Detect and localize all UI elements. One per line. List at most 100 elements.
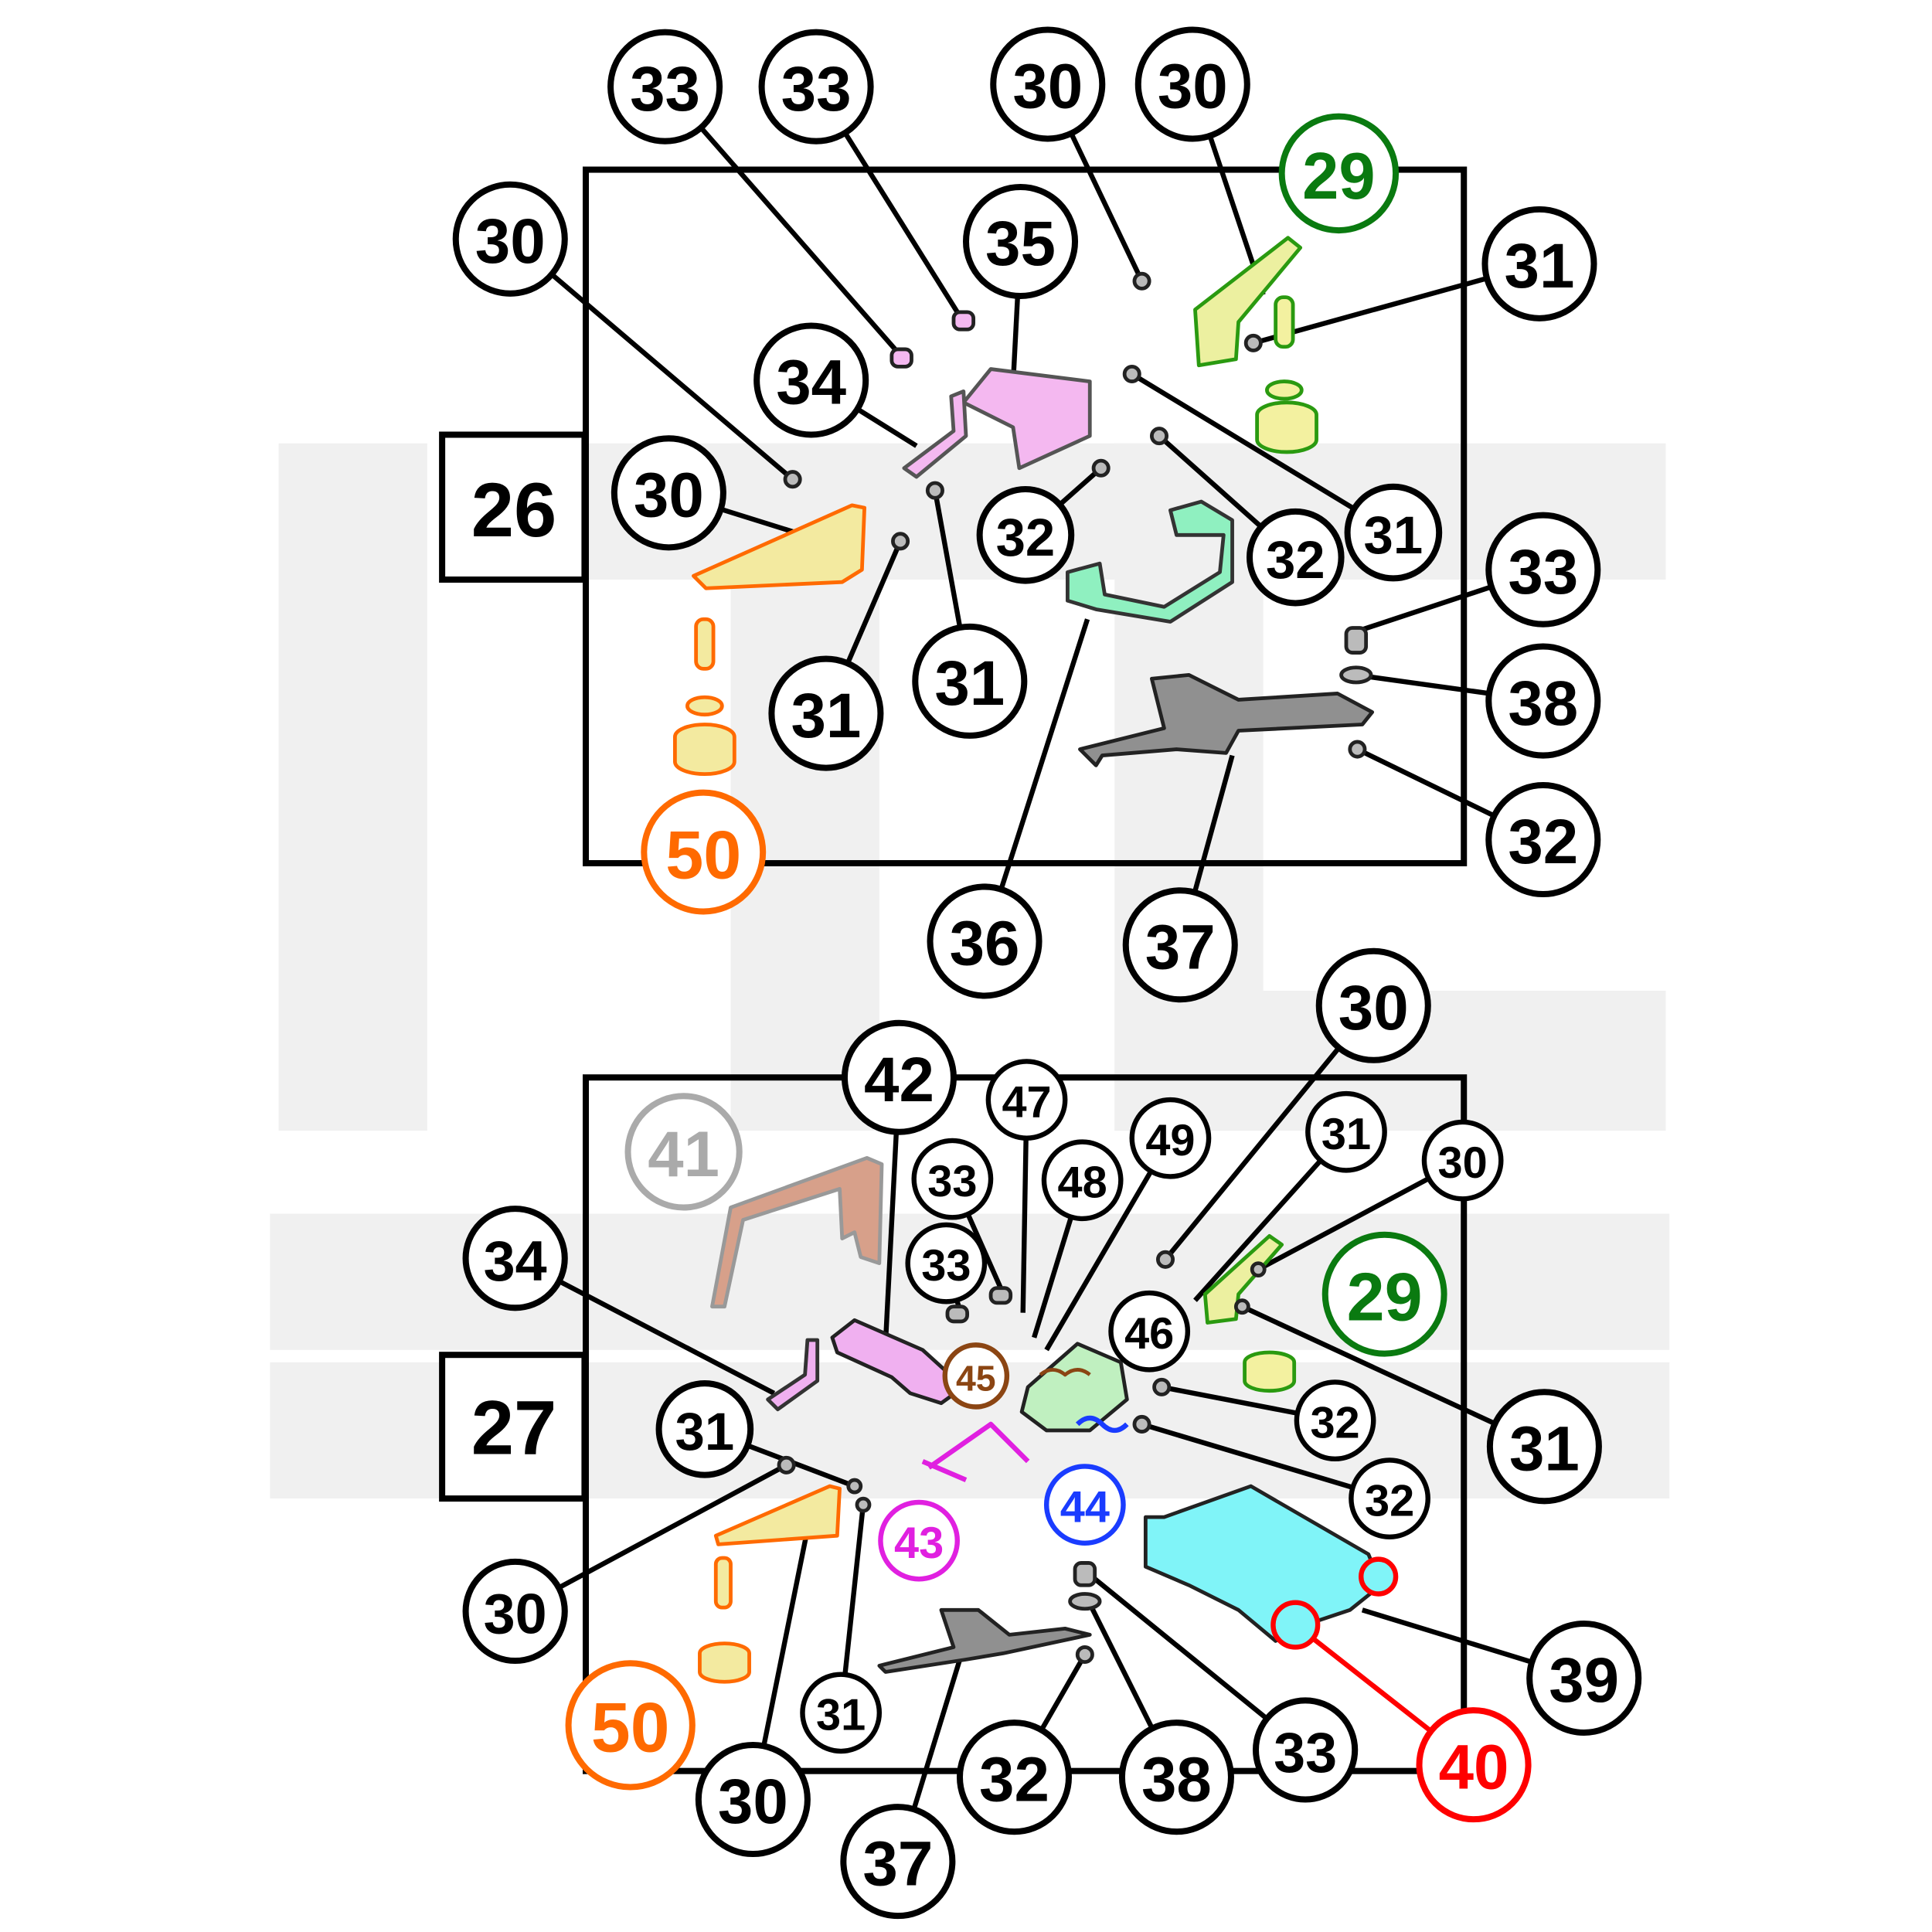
callout-number: 32 — [1266, 530, 1325, 590]
part-45-spring — [1039, 1368, 1091, 1377]
part-34-pin — [902, 389, 968, 479]
callout-number: 33 — [781, 54, 852, 124]
callout-33: 33 — [905, 1222, 988, 1304]
callout-number: 30 — [484, 1582, 547, 1646]
callout-circle — [1305, 1090, 1387, 1173]
callout-circle — [1344, 483, 1443, 582]
callout-34: 34 — [753, 322, 869, 438]
callout-number: 33 — [1274, 1720, 1337, 1784]
callout-number: 42 — [864, 1045, 934, 1115]
callout-31: 31 — [800, 1672, 883, 1754]
callout-circle — [1485, 782, 1601, 898]
callout-30: 30 — [1134, 26, 1250, 142]
parts-illustrations — [672, 236, 1399, 1684]
part-50-mount — [672, 617, 736, 777]
callout-number: 30 — [634, 461, 704, 531]
part-40-roller-2 — [1359, 1556, 1399, 1597]
callout-circle — [1485, 643, 1601, 759]
callout-50: 50 — [641, 789, 767, 915]
callout-number: 31 — [1505, 231, 1575, 301]
part-50-bracket — [692, 503, 866, 590]
callout-number: 37 — [1145, 912, 1216, 982]
callout-number: 31 — [675, 1402, 735, 1461]
callout-30: 30 — [1421, 1119, 1504, 1202]
callout-circle — [1278, 113, 1400, 234]
part-29-bracket — [1193, 236, 1303, 368]
callout-39: 39 — [1526, 1620, 1642, 1736]
callout-number: 38 — [1508, 668, 1578, 739]
callout-circle — [462, 1206, 568, 1311]
callout-number: 38 — [1141, 1744, 1212, 1815]
callout-circle — [1349, 1458, 1430, 1539]
part-29-bracket-lower — [1202, 1233, 1284, 1325]
callout-circle — [990, 26, 1106, 142]
callout-circle — [565, 1660, 696, 1791]
fastener-hardware-lower — [777, 1250, 1267, 1665]
callout-circle — [905, 1222, 988, 1304]
callout-circle — [607, 29, 723, 145]
figure-27-box — [439, 1352, 588, 1502]
callout-number: 45 — [956, 1359, 996, 1399]
callout-circle — [962, 183, 1079, 300]
callout-circle — [655, 1380, 754, 1478]
callout-circle — [1118, 1719, 1234, 1835]
callout-45: 45 — [942, 1342, 1010, 1410]
callout-32: 32 — [1294, 1379, 1376, 1462]
callout-30: 30 — [462, 1558, 568, 1665]
callout-number: 43 — [894, 1519, 944, 1568]
callout-number: 40 — [1439, 1732, 1509, 1802]
callout-circle — [753, 322, 869, 438]
callout-number: 33 — [1508, 537, 1578, 607]
part-50-bracket-lower — [713, 1484, 842, 1546]
callout-number: 30 — [1158, 52, 1228, 122]
leader-line — [509, 236, 794, 481]
callout-circle — [976, 486, 1075, 584]
callout-32: 32 — [976, 486, 1075, 584]
callout-circle — [1421, 1119, 1504, 1202]
callout-number: 39 — [1549, 1645, 1619, 1716]
callout-30: 30 — [695, 1742, 811, 1858]
figure-26-box — [439, 431, 588, 583]
callout-circle — [1315, 947, 1431, 1063]
callout-circle — [758, 29, 874, 145]
callout-circle — [1134, 26, 1250, 142]
callout-37: 37 — [1122, 887, 1238, 1003]
part-37-lever-lower — [877, 1607, 1092, 1674]
callout-circle — [1246, 508, 1345, 607]
callout-circle — [1485, 512, 1601, 628]
callout-circle — [1043, 1464, 1126, 1546]
callout-circle — [611, 435, 726, 551]
callout-38: 38 — [1485, 643, 1601, 759]
leader-line — [1044, 1137, 1173, 1352]
callout-circle — [1486, 1389, 1602, 1505]
callout-31: 31 — [1305, 1090, 1387, 1173]
callout-number: 31 — [1364, 505, 1423, 565]
callout-33: 33 — [911, 1138, 994, 1220]
leader-line — [1141, 1421, 1390, 1502]
callout-number: 30 — [1338, 973, 1409, 1043]
callout-30: 30 — [611, 435, 726, 551]
callout-number: 31 — [791, 681, 861, 751]
callout-number: 31 — [816, 1691, 866, 1740]
part-39-plate — [1143, 1484, 1383, 1643]
callout-32: 32 — [1349, 1458, 1430, 1539]
callout-34: 34 — [462, 1206, 568, 1311]
callout-circle — [768, 655, 884, 771]
callout-circle — [841, 1019, 957, 1135]
callout-number: 30 — [718, 1767, 788, 1837]
callout-31: 31 — [768, 655, 884, 771]
callout-number: 35 — [985, 209, 1056, 279]
part-37-lever — [1078, 672, 1375, 767]
callout-number: 49 — [1145, 1116, 1195, 1165]
callout-43: 43 — [878, 1499, 960, 1582]
callout-number: 32 — [996, 508, 1056, 567]
callout-number: 30 — [1012, 52, 1083, 122]
callout-circle — [1252, 1697, 1359, 1803]
callout-31: 31 — [655, 1380, 754, 1478]
part-50-mount-lower — [698, 1556, 751, 1684]
callout-33: 33 — [1485, 512, 1601, 628]
callout-number: 32 — [1508, 807, 1578, 877]
callout-31: 31 — [912, 623, 1028, 739]
